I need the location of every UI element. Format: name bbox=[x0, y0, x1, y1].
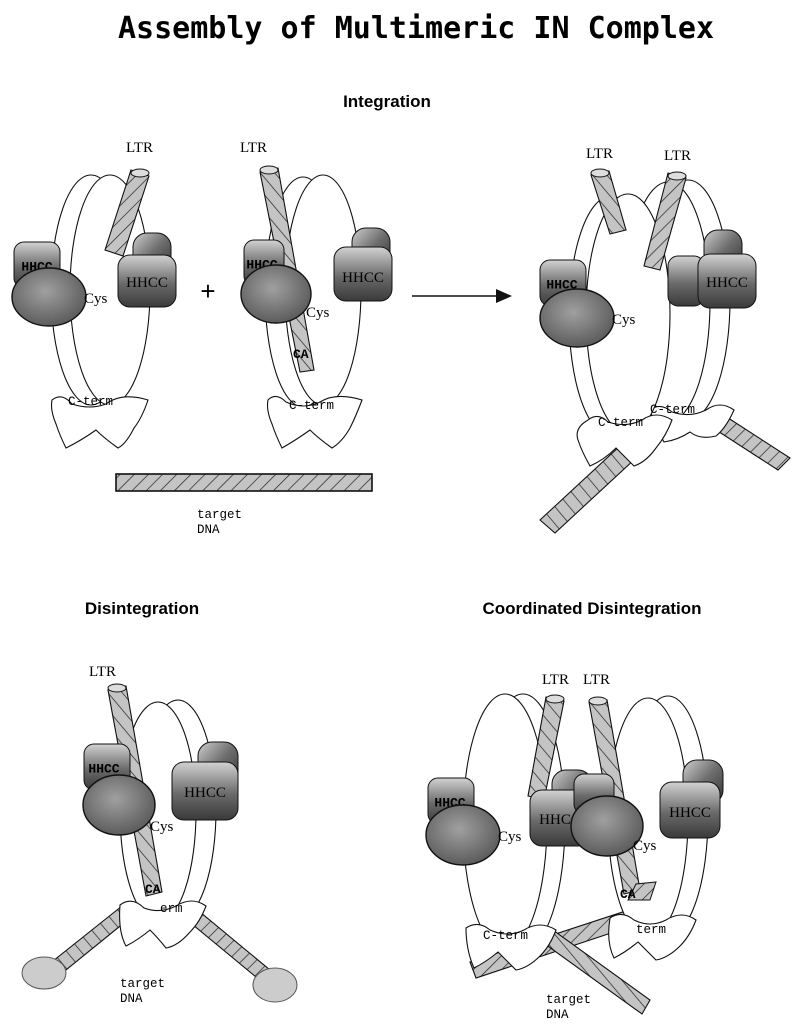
c-term-label: C-term bbox=[650, 403, 695, 417]
c-term-label: C-term bbox=[68, 395, 113, 409]
hhcc-domain bbox=[117, 254, 177, 308]
ca-label: CA bbox=[620, 887, 636, 902]
hhcc-domain bbox=[333, 246, 393, 302]
disintegration-complex: HHCC HHCC Cys CA erm LTR bbox=[21, 664, 298, 1003]
integrase-monomer-2: HHCC HHCC Cys CA C-term LTR bbox=[240, 140, 393, 449]
ltr-label: LTR bbox=[89, 664, 116, 680]
hhcc-label: HHCC bbox=[706, 275, 748, 291]
core-domain bbox=[425, 804, 501, 866]
c-term-label-2: C-term bbox=[598, 416, 643, 430]
cys-label: Cys bbox=[306, 305, 330, 321]
ca-label: CA bbox=[145, 882, 161, 897]
ltr-label-2: LTR bbox=[664, 148, 691, 164]
ltr-label: LTR bbox=[542, 672, 569, 688]
cys-label: Cys bbox=[498, 829, 522, 845]
hhcc-label: HHCC bbox=[126, 275, 168, 291]
cys-label: Cys bbox=[150, 819, 174, 835]
page-title: Assembly of Multimeric IN Complex bbox=[118, 11, 714, 46]
reaction-arrow bbox=[412, 289, 512, 303]
hhcc-mirrored-label: HHCC bbox=[88, 760, 119, 775]
disintegration-heading: Disintegration bbox=[85, 599, 199, 618]
coordinated-disintegration-heading: Coordinated Disintegration bbox=[482, 599, 701, 618]
integration-product-complex: HHCC HHCC Cys C-term C-term LTR LTR bbox=[539, 146, 791, 534]
target-label-line2: DNA bbox=[120, 992, 143, 1006]
c-term-label: C-term bbox=[289, 399, 334, 413]
c-term-domain bbox=[50, 396, 149, 449]
cys-label: Cys bbox=[612, 312, 636, 328]
core-domain bbox=[570, 795, 644, 857]
c-term-domain bbox=[266, 395, 363, 449]
c-term-label: C-term bbox=[483, 929, 528, 943]
target-label-line2: DNA bbox=[197, 523, 220, 537]
hhcc-domain bbox=[659, 781, 721, 839]
target-dna-end bbox=[252, 967, 298, 1003]
integration-heading: Integration bbox=[343, 92, 431, 111]
core-domain bbox=[539, 288, 615, 348]
core-domain bbox=[11, 267, 87, 327]
ltr-label: LTR bbox=[586, 146, 613, 162]
hhcc-mirrored-label: HHCC bbox=[546, 276, 577, 291]
target-dna-end bbox=[21, 956, 67, 990]
core-domain bbox=[240, 264, 312, 324]
ltr-label: LTR bbox=[126, 140, 153, 156]
core-domain bbox=[82, 774, 156, 836]
hhcc-label-2: HHCC bbox=[669, 805, 711, 821]
target-label-line1: target bbox=[546, 993, 591, 1007]
target-dna bbox=[115, 473, 373, 492]
hhcc-label: HHCC bbox=[342, 270, 384, 286]
hhcc-label: HHCC bbox=[184, 785, 226, 801]
coordinated-disintegration-complex: HHCC HHCC Cys HHCC Cys CA C-term term LT… bbox=[425, 672, 724, 1015]
integrase-monomer-1: HHCC HHCC Cys C-term LTR bbox=[11, 140, 177, 449]
ltr-label-2: LTR bbox=[583, 672, 610, 688]
target-label-line2: DNA bbox=[546, 1008, 569, 1022]
ltr-dna bbox=[104, 168, 150, 257]
target-label-line1: target bbox=[120, 977, 165, 991]
cys-label: Cys bbox=[84, 291, 108, 307]
ca-label: CA bbox=[293, 347, 309, 362]
erm-label: erm bbox=[160, 902, 183, 916]
ltr-label: LTR bbox=[240, 140, 267, 156]
target-label-line1: target bbox=[197, 508, 242, 522]
cys-label-2: Cys bbox=[633, 838, 657, 854]
hhcc-domain bbox=[171, 761, 239, 821]
hhcc-domain bbox=[697, 253, 757, 309]
plus-sign: + bbox=[200, 276, 215, 306]
term-label: term bbox=[636, 923, 666, 937]
